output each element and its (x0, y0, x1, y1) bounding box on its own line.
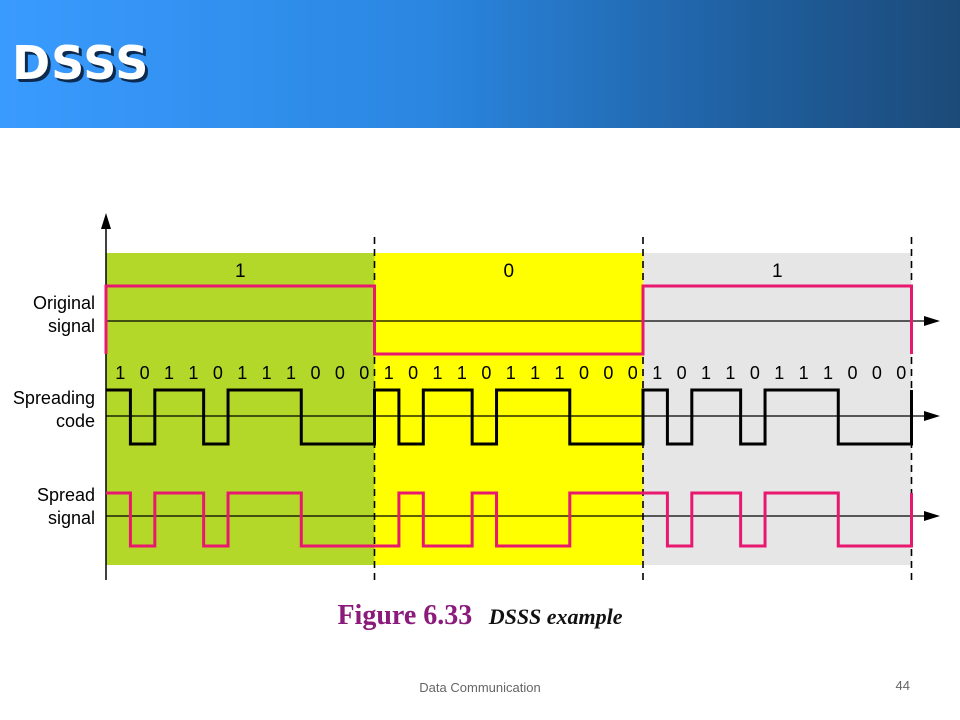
spreading-chip-label: 0 (579, 363, 589, 383)
bit-segment-background (643, 253, 912, 565)
spreading-chip-label: 1 (433, 363, 443, 383)
spreading-chip-label: 1 (823, 363, 833, 383)
spread-row-label: signal (48, 508, 95, 528)
spreading-chip-label: 0 (140, 363, 150, 383)
spreading-chip-label: 1 (457, 363, 467, 383)
original-signal-waveform (104, 284, 913, 356)
time-axis-arrow (924, 511, 940, 521)
figure-number: Figure 6.33 (337, 600, 473, 631)
original-row-label: Original (33, 293, 95, 313)
slide-title: DSSS (12, 36, 150, 90)
spreading-chip-label: 1 (384, 363, 394, 383)
spreading-chip-label: 0 (872, 363, 882, 383)
spreading-chip-label: 0 (335, 363, 345, 383)
figure-title: DSSS example (488, 604, 623, 629)
spreading-chip-label: 1 (286, 363, 296, 383)
spreading-chip-label: 1 (262, 363, 272, 383)
original-bit-label: 1 (772, 261, 783, 282)
original-row-label: signal (48, 316, 95, 336)
original-bit-label: 0 (503, 261, 514, 282)
spreading-chip-label: 1 (164, 363, 174, 383)
spreading-row-label: Spreading (13, 388, 95, 408)
spreading-row-label: code (56, 411, 95, 431)
time-axis-arrow (924, 411, 940, 421)
spreading-chip-label: 0 (750, 363, 760, 383)
spreading-chip-label: 0 (408, 363, 418, 383)
figure-caption: Figure 6.33 DSSS example (0, 600, 960, 632)
spread-row-label: Spread (37, 485, 95, 505)
spreading-chip-label: 0 (677, 363, 687, 383)
footer-text: Data Communication (419, 680, 541, 695)
spreading-chip-label: 1 (774, 363, 784, 383)
spreading-chip-label: 1 (799, 363, 809, 383)
spreading-chip-label: 0 (359, 363, 369, 383)
time-axis-arrow (924, 316, 940, 326)
spreading-chip-label: 1 (701, 363, 711, 383)
spreading-code-waveform (106, 388, 913, 446)
vertical-axis-arrow (101, 213, 111, 229)
spreading-chip-label: 1 (115, 363, 125, 383)
spreading-chip-label: 1 (652, 363, 662, 383)
spreading-chip-label: 1 (555, 363, 565, 383)
spreading-chip-label: 1 (188, 363, 198, 383)
spreading-chip-label: 0 (628, 363, 638, 383)
spreading-chip-label: 1 (725, 363, 735, 383)
spreading-chip-label: 0 (310, 363, 320, 383)
title-bar (0, 0, 960, 128)
spreading-chip-label: 1 (530, 363, 540, 383)
original-bit-label: 1 (235, 261, 246, 282)
bit-segment-background (374, 253, 643, 565)
spreading-chip-label: 1 (237, 363, 247, 383)
page-number: 44 (895, 678, 910, 693)
spreading-chip-label: 1 (506, 363, 516, 383)
bit-segment-background (106, 253, 375, 565)
spreading-chip-label: 0 (847, 363, 857, 383)
spreading-chip-label: 0 (481, 363, 491, 383)
spread-signal-waveform (106, 491, 913, 548)
spreading-chip-label: 0 (213, 363, 223, 383)
spreading-chip-label: 0 (603, 363, 613, 383)
spreading-chip-label: 0 (896, 363, 906, 383)
